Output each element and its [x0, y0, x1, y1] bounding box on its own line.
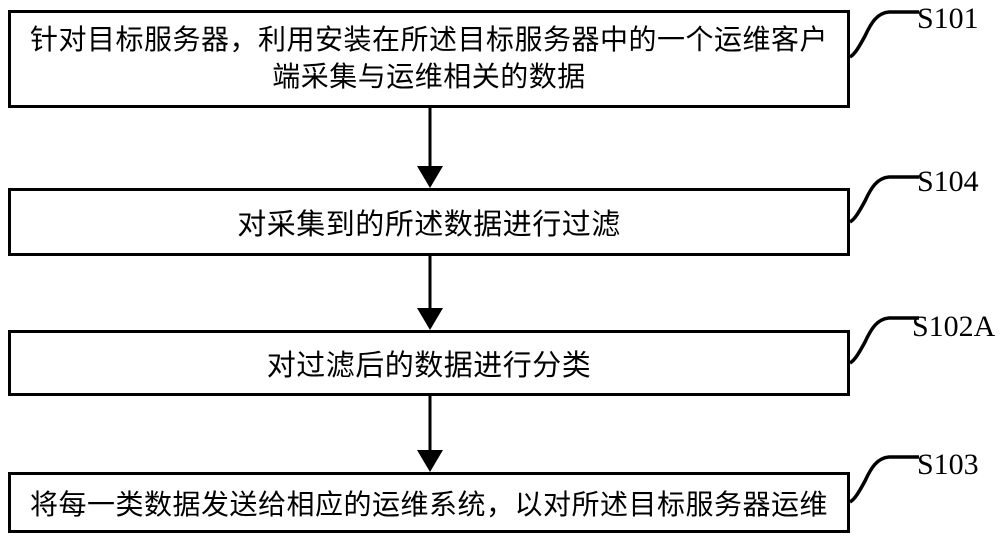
- arrow-head-icon: [417, 450, 443, 472]
- arrow-shaft: [428, 256, 432, 310]
- leader-line-s101: [849, 10, 919, 59]
- arrow-head-icon: [417, 166, 443, 188]
- step-label-s102a: S102A: [912, 310, 996, 343]
- step-text-s102a: 对过滤后的数据进行分类: [266, 350, 592, 382]
- step-box-s103: 将每一类数据发送给相应的运维系统，以对所述目标服务器运维: [8, 472, 850, 533]
- step-label-s104: S104: [917, 165, 979, 198]
- step-label-s101: S101: [917, 2, 979, 35]
- flow-arrow-3: [417, 396, 443, 472]
- step-box-s104: 对采集到的所述数据进行过滤: [8, 188, 850, 256]
- leader-line-s103: [849, 455, 919, 504]
- step-label-s103: S103: [917, 448, 979, 481]
- step-text-s101: 针对目标服务器，利用安装在所述目标服务器中的一个运维客户端采集与运维相关的数据: [29, 25, 828, 93]
- arrow-head-icon: [417, 308, 443, 330]
- step-text-s104: 对采集到的所述数据进行过滤: [237, 209, 621, 241]
- flow-arrow-2: [417, 256, 443, 330]
- leader-line-s102a: [849, 316, 919, 365]
- flow-arrow-1: [417, 108, 443, 188]
- step-box-s101: 针对目标服务器，利用安装在所述目标服务器中的一个运维客户端采集与运维相关的数据: [8, 10, 850, 108]
- step-box-s102a: 对过滤后的数据进行分类: [8, 330, 850, 396]
- arrow-shaft: [428, 396, 432, 452]
- arrow-shaft: [428, 108, 432, 168]
- leader-line-s104: [849, 175, 919, 224]
- step-text-s103: 将每一类数据发送给相应的运维系统，以对所述目标服务器运维: [29, 489, 828, 521]
